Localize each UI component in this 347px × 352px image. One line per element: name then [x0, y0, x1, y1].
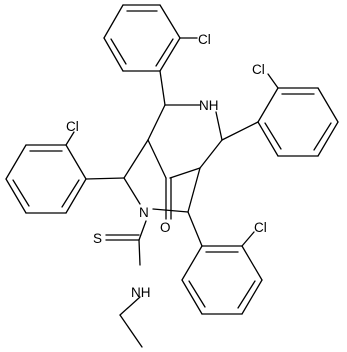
bond-top-ring-to-c2 — [159, 70, 166, 106]
bond-thiocarbon-to-nh — [138, 239, 141, 266]
bond-left-ring-to-c6 — [85, 177, 125, 180]
bond-right-ring-to-c4 — [221, 121, 259, 141]
n-ring-label: N — [139, 205, 149, 220]
cl-bottom-label: Cl — [254, 220, 267, 235]
bond-bottom-ring-to-c8 — [187, 211, 203, 247]
nh-amide-label: NH — [131, 285, 151, 300]
top-chlorophenyl-ring — [103, 4, 181, 72]
bond-left-cl — [65, 131, 75, 146]
bond-bottom-cl — [241, 231, 255, 247]
bicyclic-core-bonds — [123, 104, 223, 213]
thiocarbonyl-bond — [105, 234, 140, 241]
ketone-bond — [165, 177, 172, 220]
s-thio-label: S — [93, 231, 102, 246]
left-chlorophenyl-ring — [5, 144, 87, 214]
bond-right-cl — [267, 73, 279, 89]
cl-left-label: Cl — [66, 119, 79, 134]
bond-ethyl — [119, 314, 143, 348]
o-ketone-label: O — [160, 220, 171, 235]
cl-right-label: Cl — [252, 62, 265, 77]
right-chlorophenyl-ring — [257, 87, 339, 157]
bond-n-to-thiocarbon — [138, 220, 147, 241]
nh-ring-label: NH — [199, 98, 219, 113]
bond-nh-to-ethyl — [119, 296, 141, 316]
cl-top-label: Cl — [198, 32, 211, 47]
bottom-chlorophenyl-ring — [181, 245, 263, 315]
